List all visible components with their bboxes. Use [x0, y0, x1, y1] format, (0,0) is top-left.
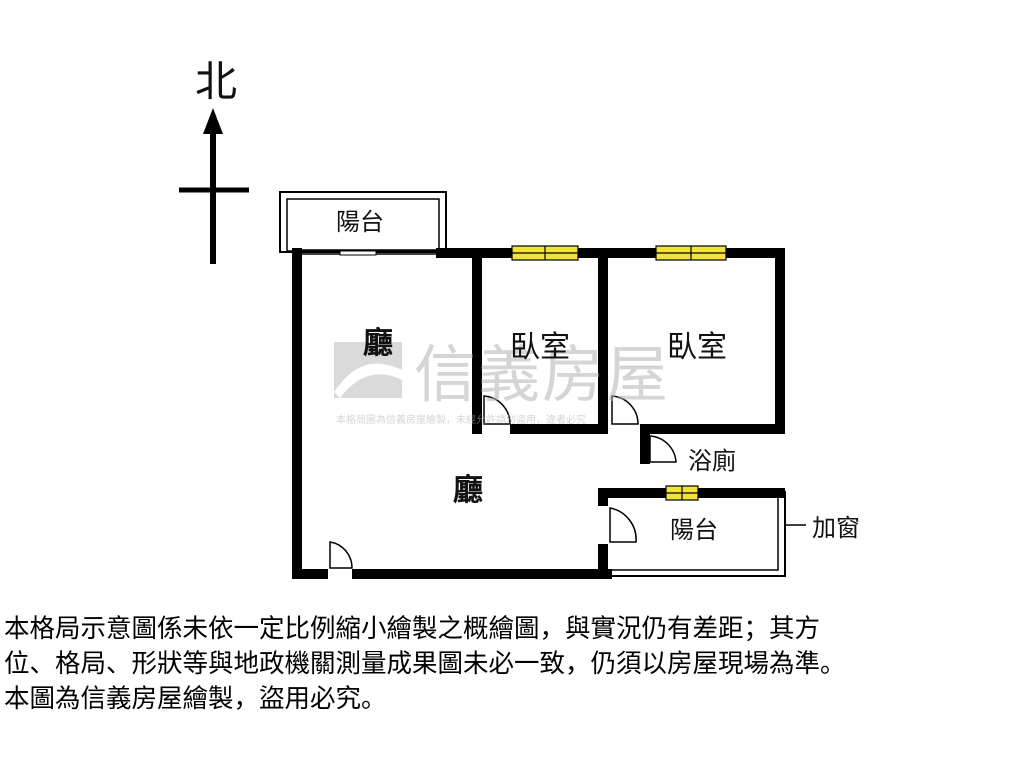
door-swings: [329, 395, 677, 569]
watermark-notice-text: 本格局圖為信義房屋繪製，未經允許請勿盜用，違者必究: [336, 413, 586, 426]
windows: [511, 245, 727, 501]
room-label-balcony-bottom: 陽台: [670, 516, 718, 544]
north-label: 北: [195, 57, 237, 106]
room-label-living-upper: 廳: [363, 326, 393, 361]
watermark-brand-text: 信義房屋: [414, 338, 670, 411]
added-window-label: 加窗: [812, 514, 860, 542]
room-label-bedroom-2: 臥室: [667, 330, 727, 365]
room-label-living-lower: 廳: [453, 473, 483, 508]
room-label-balcony-top: 陽台: [336, 208, 384, 236]
sliding-door: [300, 249, 436, 256]
north-compass: 北: [179, 57, 249, 264]
disclaimer-line-3: 本圖為信義房屋繪製，盜用必究。: [4, 684, 387, 714]
disclaimer-line-2: 位、格局、形狀等與地政機關測量成果圖未必一致，仍須以房屋現場為準。: [4, 649, 846, 679]
disclaimer-text: 本格局示意圖係未依一定比例縮小繪製之概繪圖，與實況仍有差距；其方 位、格局、形狀…: [4, 612, 1020, 717]
room-label-bathroom: 浴廁: [688, 447, 736, 475]
disclaimer-line-1: 本格局示意圖係未依一定比例縮小繪製之概繪圖，與實況仍有差距；其方: [4, 614, 821, 644]
room-label-bedroom-1: 臥室: [510, 330, 570, 365]
brand-watermark: 信義房屋 本格局圖為信義房屋繪製，未經允許請勿盜用，違者必究: [334, 338, 670, 426]
